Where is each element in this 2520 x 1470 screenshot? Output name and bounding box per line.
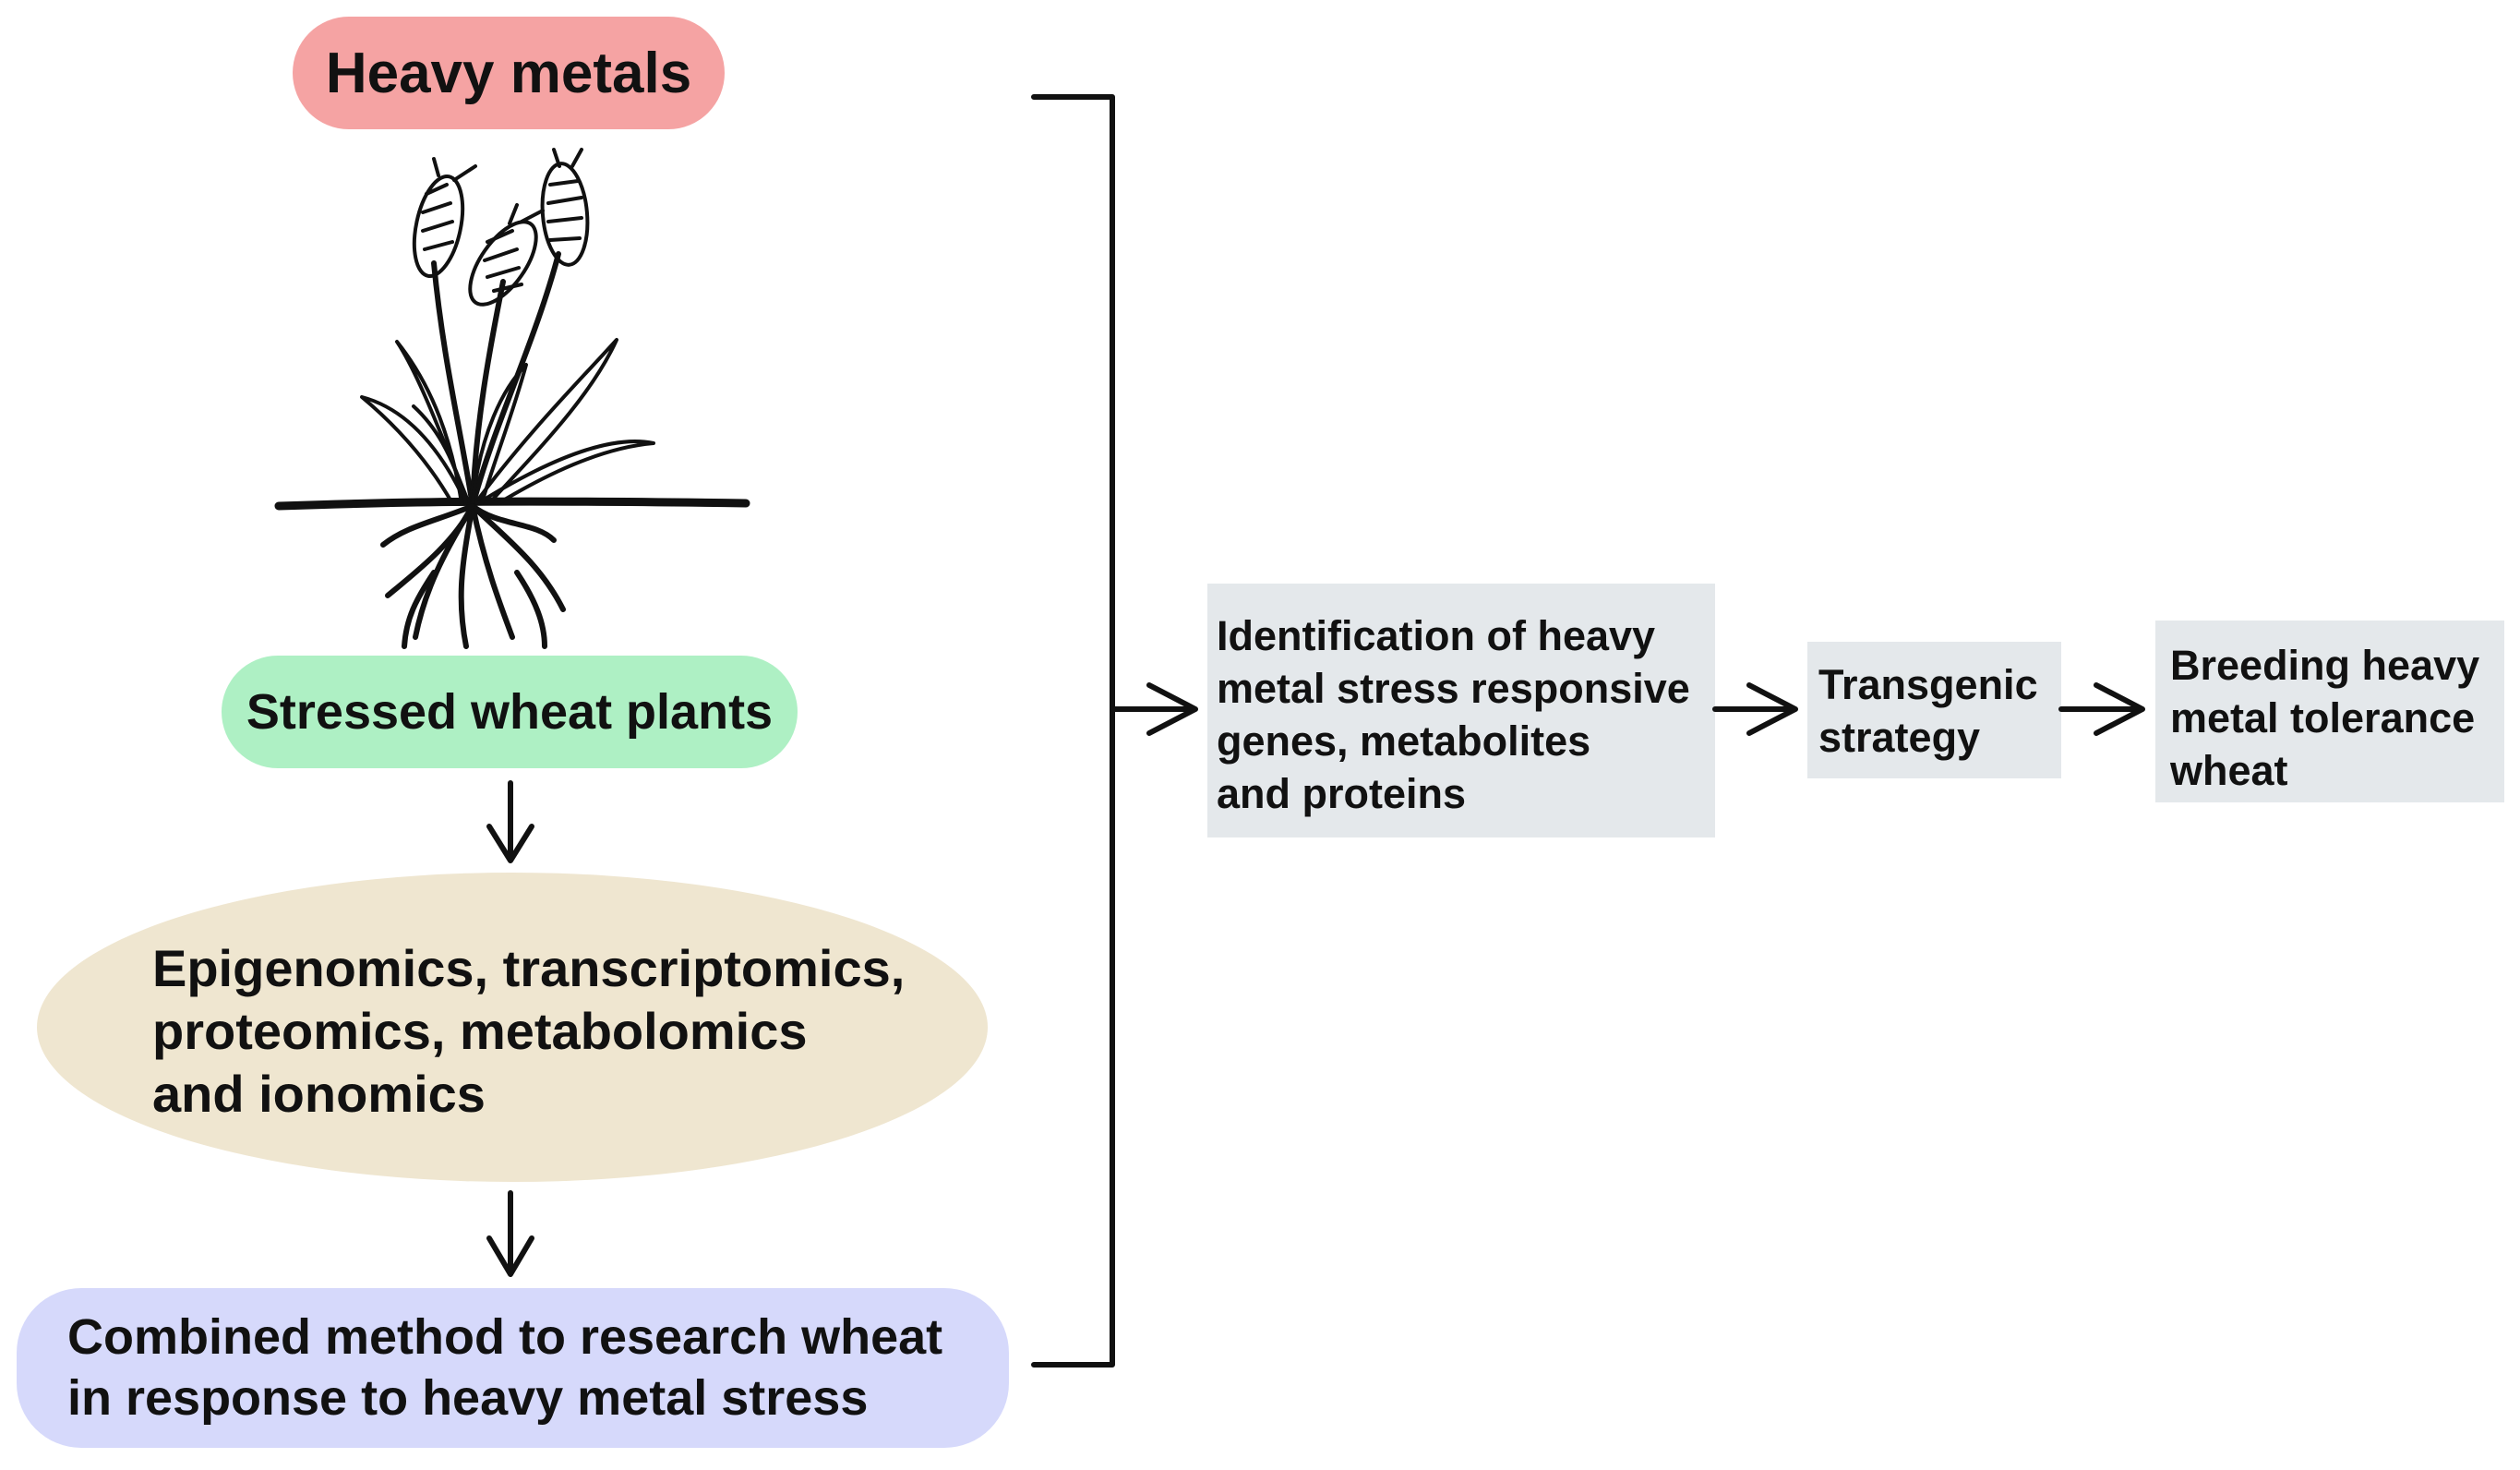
breeding-line-2: metal tolerance bbox=[2170, 694, 2476, 741]
transgenic-line-2: strategy bbox=[1818, 714, 1981, 761]
identification-line-2: metal stress responsive bbox=[1217, 665, 1690, 712]
omics-line-2: proteomics, metabolomics bbox=[152, 1002, 808, 1060]
breeding-line-3: wheat bbox=[2170, 747, 2288, 794]
arrowhead-breeding bbox=[2094, 682, 2145, 736]
arrowhead-transgenic bbox=[1746, 682, 1798, 736]
transgenic-strategy-node: Transgenic strategy bbox=[1807, 642, 2061, 778]
arrowhead-identification bbox=[1146, 682, 1198, 736]
identification-line-1: Identification of heavy bbox=[1217, 612, 1656, 659]
breeding-node: Breeding heavy metal tolerance wheat bbox=[2155, 621, 2504, 802]
bracket-line bbox=[1031, 94, 1115, 1368]
identification-line-3: genes, metabolites bbox=[1217, 717, 1591, 765]
stressed-wheat-plants-node: Stressed wheat plants bbox=[222, 656, 798, 768]
identification-node: Identification of heavy metal stress res… bbox=[1207, 584, 1715, 837]
wheat-plant-illustration bbox=[274, 148, 750, 649]
breeding-line-1: Breeding heavy bbox=[2170, 642, 2480, 689]
combined-line-2: in response to heavy metal stress bbox=[67, 1370, 869, 1426]
combined-line-1: Combined method to research wheat bbox=[67, 1309, 943, 1365]
transgenic-line-1: Transgenic bbox=[1818, 661, 2038, 708]
identification-line-4: and proteins bbox=[1217, 770, 1467, 817]
arrowhead-combined bbox=[486, 1235, 534, 1277]
heavy-metals-node: Heavy metals bbox=[293, 17, 725, 129]
omics-line-1: Epigenomics, transcriptomics, bbox=[152, 939, 906, 997]
combined-method-node: Combined method to research wheat in res… bbox=[17, 1288, 1009, 1448]
omics-methods-node: Epigenomics, transcriptomics, proteomics… bbox=[37, 873, 988, 1182]
arrowhead-omics bbox=[486, 824, 534, 863]
omics-line-3: and ionomics bbox=[152, 1065, 486, 1123]
